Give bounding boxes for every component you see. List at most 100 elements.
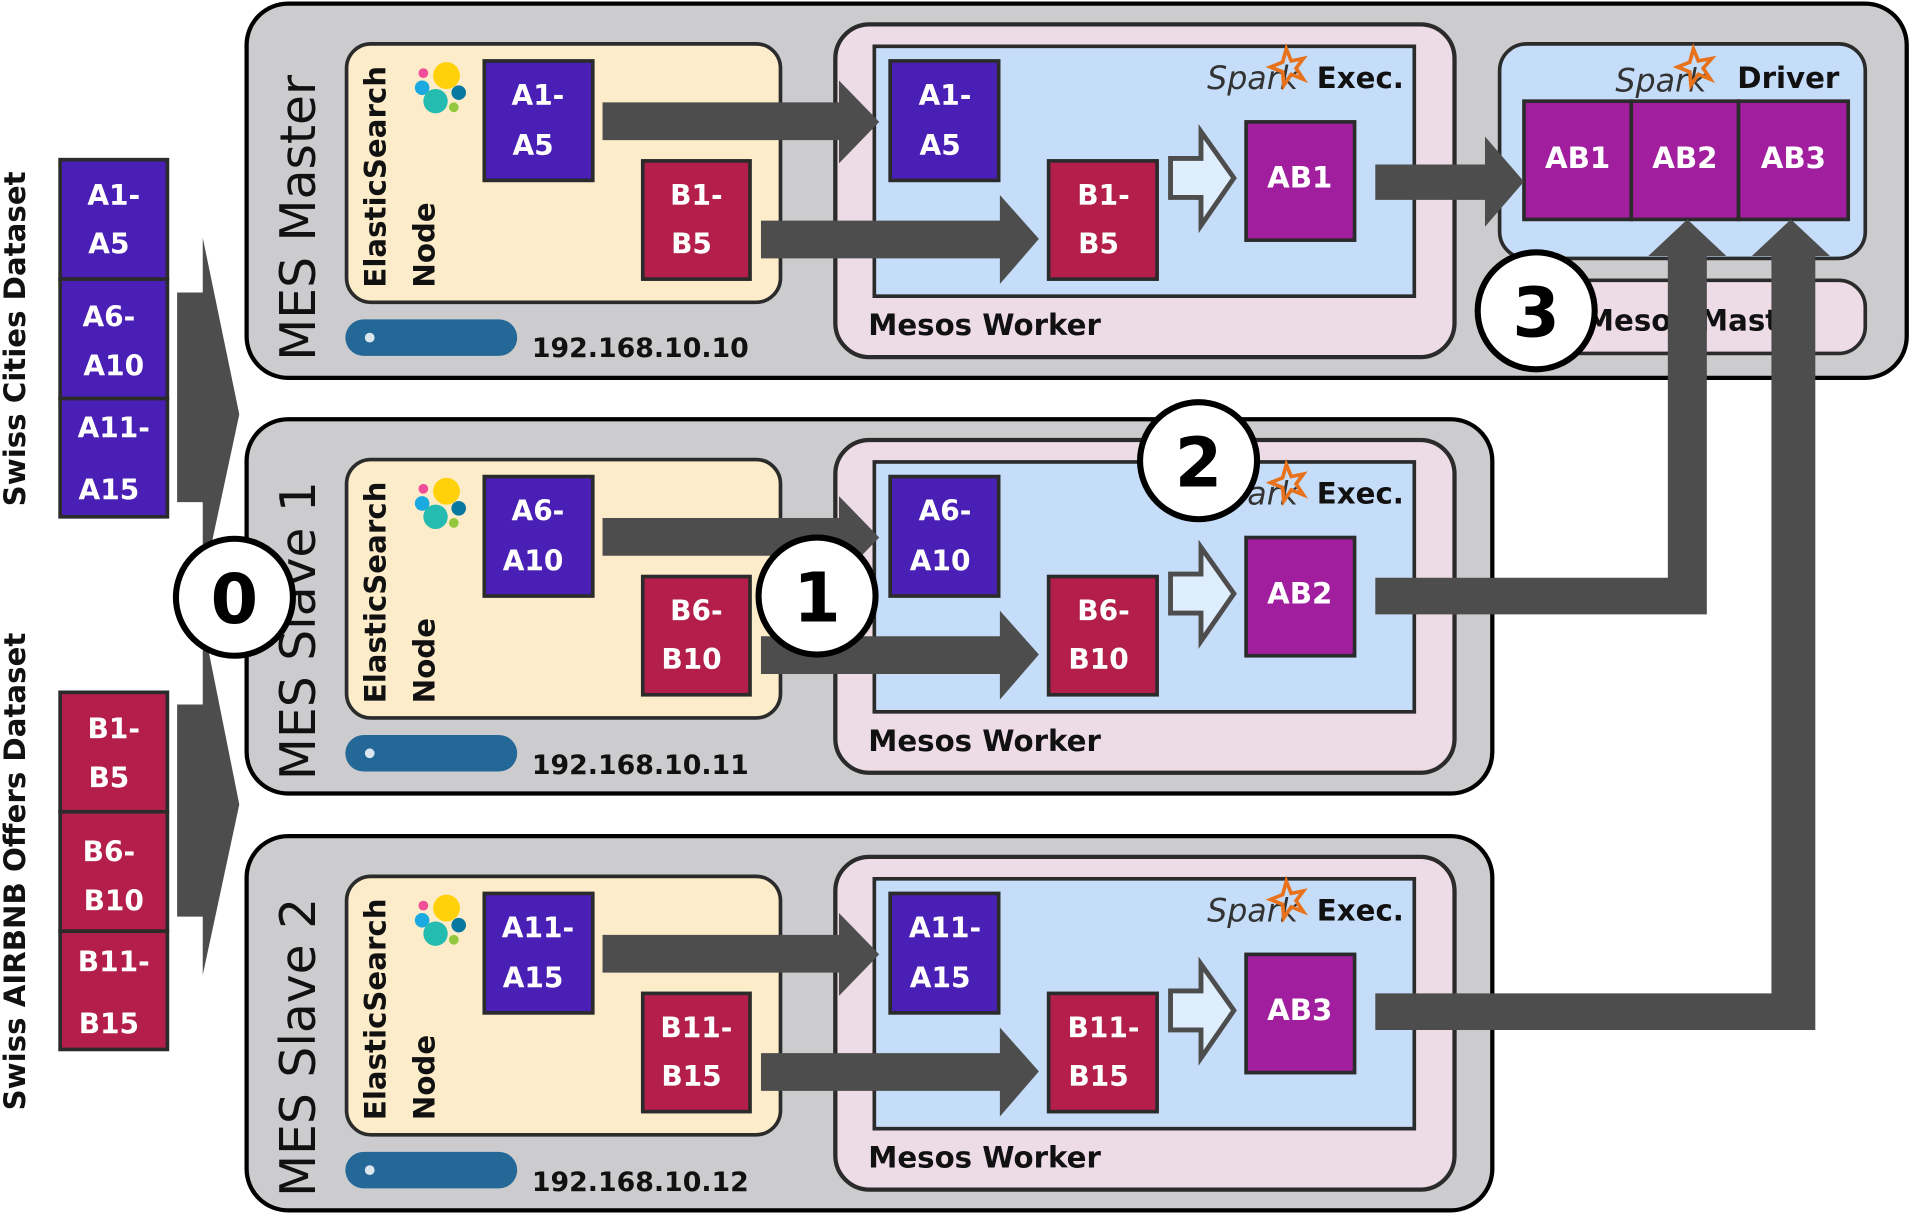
step-marker-2: 2 (1137, 399, 1261, 523)
chunk-label: A15 (79, 474, 140, 507)
chunk-label: B6- (1077, 594, 1129, 627)
exec-result-label: AB3 (1267, 993, 1332, 1027)
executor-label: Exec. (1317, 476, 1404, 510)
chunk-label: A5 (512, 129, 553, 162)
step-marker-1: 1 (755, 534, 879, 658)
status-dot-icon (364, 1165, 375, 1175)
chunk-label: B1- (88, 713, 140, 746)
chunk-label: B10 (661, 643, 721, 676)
elasticsearch-logo-icon (414, 62, 467, 114)
dataset-chunk (58, 929, 170, 1052)
chunk-label: A10 (910, 544, 971, 577)
exec-result-label: AB2 (1267, 576, 1332, 610)
driver-result-label: AB1 (1545, 141, 1610, 175)
mesos-worker-label: Mesos Worker (868, 1141, 1101, 1175)
exec-result (1244, 535, 1357, 658)
es-chunk-b (640, 574, 752, 697)
chunk-label: A10 (503, 544, 564, 577)
dataset-swiss-airbnb: Swiss AIRBNB Offers Dataset B1- B5 B6- B… (0, 633, 170, 1110)
transfer-arrow (602, 496, 880, 579)
chunk-label: B15 (661, 1060, 721, 1093)
chunk-label: A6- (919, 494, 972, 527)
chunk-label: B10 (1068, 643, 1128, 676)
chunk-label: A10 (83, 349, 144, 382)
es-node-label: ElasticSearch (359, 482, 393, 704)
driver-result (1522, 99, 1634, 222)
dataset-chunk (58, 157, 170, 281)
chunk-label: A5 (920, 129, 961, 162)
mesos-worker-label: Mesos Worker (868, 308, 1101, 342)
es-node-label: Node (407, 202, 441, 287)
es-node-label: Node (407, 618, 441, 703)
chunk-label: B5 (1078, 228, 1119, 261)
chunk-label: B15 (1068, 1060, 1128, 1093)
executor-label: Exec. (1317, 61, 1404, 95)
exec-chunk-b (1046, 991, 1159, 1114)
dataset-title: Swiss Cities Dataset (0, 171, 32, 506)
chunk-label: A5 (88, 228, 129, 261)
chunk-label: A1- (919, 79, 972, 112)
driver-label: Driver (1737, 61, 1840, 95)
exec-chunk-a (888, 474, 1001, 598)
join-arrow-icon (1168, 539, 1237, 649)
step-number: 0 (211, 561, 258, 640)
elasticsearch-logo-icon (414, 477, 467, 529)
spark-logo-text: Spark (1207, 893, 1300, 929)
elasticsearch-logo-icon (414, 894, 467, 946)
chunk-label: B11- (660, 1011, 732, 1044)
join-arrow-icon (1168, 123, 1237, 234)
spark-star-icon (1265, 875, 1309, 924)
chunk-label: B1- (1077, 179, 1129, 212)
host-title: MES Master (271, 74, 327, 361)
chunk-label: A11- (78, 412, 150, 445)
chunk-label: B1- (670, 179, 722, 212)
spark-star-icon (1265, 458, 1309, 507)
chunk-label: A1- (87, 179, 140, 212)
exec-chunk-b (1046, 159, 1159, 281)
exec-result (1244, 952, 1357, 1075)
es-node-label: Node (407, 1035, 441, 1120)
host-pill (345, 734, 518, 772)
distribute-arrow (177, 237, 240, 586)
es-chunk-a (482, 891, 595, 1015)
es-chunk-a (482, 59, 595, 183)
host-ip: 192.168.10.11 (532, 750, 749, 781)
step-number: 2 (1175, 424, 1223, 503)
chunk-label: B5 (88, 761, 129, 794)
collect-arrow (1375, 136, 1524, 227)
chunk-label: B10 (84, 884, 144, 917)
driver-result-label: AB2 (1652, 141, 1717, 175)
dataset-chunk (58, 277, 170, 401)
transfer-arrow (760, 1027, 1039, 1117)
es-node-label: ElasticSearch (359, 898, 393, 1120)
dataset-chunk (58, 809, 170, 934)
executor-label: Exec. (1317, 893, 1404, 927)
chunk-label: A15 (910, 961, 971, 994)
chunk-label: A6- (82, 301, 135, 334)
step-marker-0: 0 (172, 535, 296, 659)
step-number: 3 (1512, 274, 1560, 353)
spark-star-icon (1265, 43, 1309, 91)
chunk-label: B11- (78, 945, 150, 978)
step-number: 1 (793, 560, 841, 639)
dataset-swiss-cities: Swiss Cities Dataset A1- A5 A6- A10 A11-… (0, 157, 170, 519)
chunk-label: A6- (512, 494, 565, 527)
spark-logo: Spark (1615, 43, 1717, 99)
es-node-label: ElasticSearch (359, 66, 393, 288)
host-pill (345, 319, 518, 356)
exec-result-label: AB1 (1267, 161, 1332, 195)
es-chunk-b (640, 991, 752, 1114)
exec-chunk-a (888, 891, 1001, 1015)
transfer-arrow (760, 195, 1039, 284)
dataset-chunk (58, 396, 170, 519)
host-ip: 192.168.10.12 (532, 1167, 749, 1198)
spark-star-icon (1672, 43, 1717, 91)
chunk-label: A1- (512, 79, 565, 112)
transfer-arrow (602, 80, 880, 164)
exec-result (1244, 120, 1357, 242)
exec-chunk-b (1046, 574, 1159, 697)
